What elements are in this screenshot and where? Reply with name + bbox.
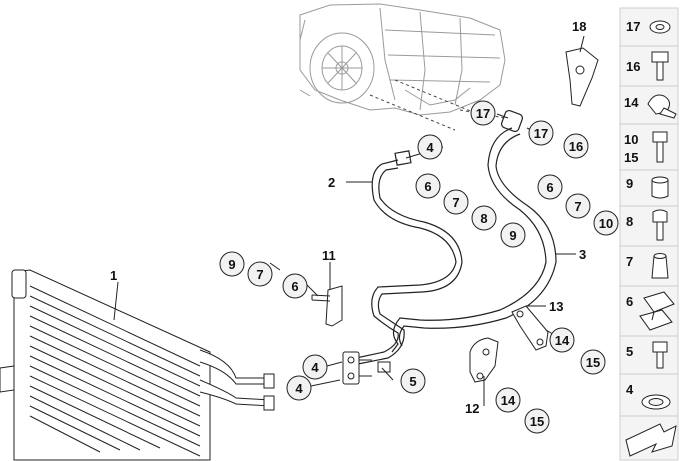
oil-cooler-1 [0,269,275,461]
hose-2 [355,150,463,365]
svg-text:6: 6 [291,279,298,294]
badge-7-right: 7 [565,193,591,219]
badge-6-mid: 6 [415,173,441,199]
svg-text:8: 8 [480,211,487,226]
callout-12: 12 [465,401,479,416]
clip-nut-icon [639,291,675,331]
badge-16: 16 [563,133,589,159]
svg-text:4: 4 [426,140,434,155]
transmission-leader-lines [369,79,506,131]
legend-row-4: 4 [626,382,671,410]
transmission-drawing [299,3,506,116]
cooler-fins [29,285,201,457]
badge-9-left: 9 [219,251,245,277]
svg-text:17: 17 [534,126,548,141]
hose-3 [391,109,557,353]
svg-text:7: 7 [574,199,581,214]
badge-8-mid: 8 [471,205,497,231]
badge-7-mid: 7 [443,189,469,215]
svg-text:6: 6 [546,180,553,195]
legend-row-17: 17 [626,19,671,34]
svg-text:9: 9 [626,176,633,191]
svg-text:4: 4 [626,382,634,397]
callout-13: 13 [549,299,563,314]
bolt-icon [651,51,669,81]
badge-7-left: 7 [247,261,273,287]
callout-1: 1 [110,268,117,283]
grommet-icon [651,176,669,199]
svg-text:14: 14 [624,95,639,110]
callout-3: 3 [579,247,586,262]
svg-text:17: 17 [626,19,640,34]
callout-18: 18 [572,19,586,34]
sleeve-icon [651,253,669,279]
washer-icon [649,20,671,34]
callout-2: 2 [328,175,335,190]
badge-15-right: 15 [580,349,606,375]
connector-block [342,351,391,385]
svg-text:6: 6 [626,294,633,309]
badge-15-bottom: 15 [524,408,550,434]
bolt-icon [652,209,668,241]
badge-4-top: 4 [417,134,443,160]
bolt-icon [652,131,668,163]
svg-text:15: 15 [586,355,600,370]
sensor-11 [311,285,343,327]
legend-row-8: 8 [626,209,668,241]
svg-text:7: 7 [626,254,633,269]
seal-ring-icon [641,394,671,410]
svg-text:10: 10 [624,132,638,147]
svg-text:9: 9 [509,228,516,243]
svg-text:7: 7 [452,195,459,210]
badge-5: 5 [400,368,426,394]
svg-text:9: 9 [228,257,235,272]
svg-text:17: 17 [476,106,490,121]
svg-text:5: 5 [626,344,633,359]
badge-17-b: 17 [528,120,554,146]
bracket-12 [469,337,499,383]
badge-10: 10 [593,210,619,236]
badge-4-bottom: 4 [286,375,312,401]
badge-14-bottom: 14 [495,387,521,413]
svg-text:15: 15 [530,414,544,429]
svg-text:10: 10 [599,216,613,231]
legend-row-5: 5 [626,341,668,369]
bracket-18 [565,47,599,107]
callout-11: 11 [322,248,336,263]
bracket-13 [511,305,549,351]
badge-9-mid: 9 [500,222,526,248]
badge-6-left: 6 [282,273,308,299]
arrow-icon [625,423,677,457]
legend-row-6: 6 [626,291,675,331]
hose-clamp-icon [647,94,677,119]
legend-row-9: 9 [626,176,669,199]
svg-text:8: 8 [626,214,633,229]
bolt-icon [652,341,668,369]
legend-row-10-15: 10 15 [624,131,668,165]
legend-row-7: 7 [626,253,669,279]
circled-badges: 4 17 17 16 6 7 8 9 6 7 10 9 7 6 4 4 5 14… [219,100,619,434]
svg-text:15: 15 [624,150,638,165]
svg-text:6: 6 [424,179,431,194]
parts-legend: 17 16 14 10 15 9 8 7 6 [619,7,679,461]
svg-text:5: 5 [409,374,416,389]
badge-14-right: 14 [549,327,575,353]
svg-text:4: 4 [311,360,319,375]
svg-text:16: 16 [626,59,640,74]
legend-row-16: 16 [626,51,669,81]
svg-text:14: 14 [501,393,516,408]
badge-4-lower: 4 [302,354,328,380]
callout-labels: 2 3 1 11 12 13 18 [110,19,586,416]
svg-text:4: 4 [295,381,303,396]
svg-text:7: 7 [256,267,263,282]
legend-row-14: 14 [624,94,677,119]
svg-text:14: 14 [555,333,570,348]
badge-6-right: 6 [537,174,563,200]
badge-17-a: 17 [470,100,496,126]
svg-text:16: 16 [569,139,583,154]
